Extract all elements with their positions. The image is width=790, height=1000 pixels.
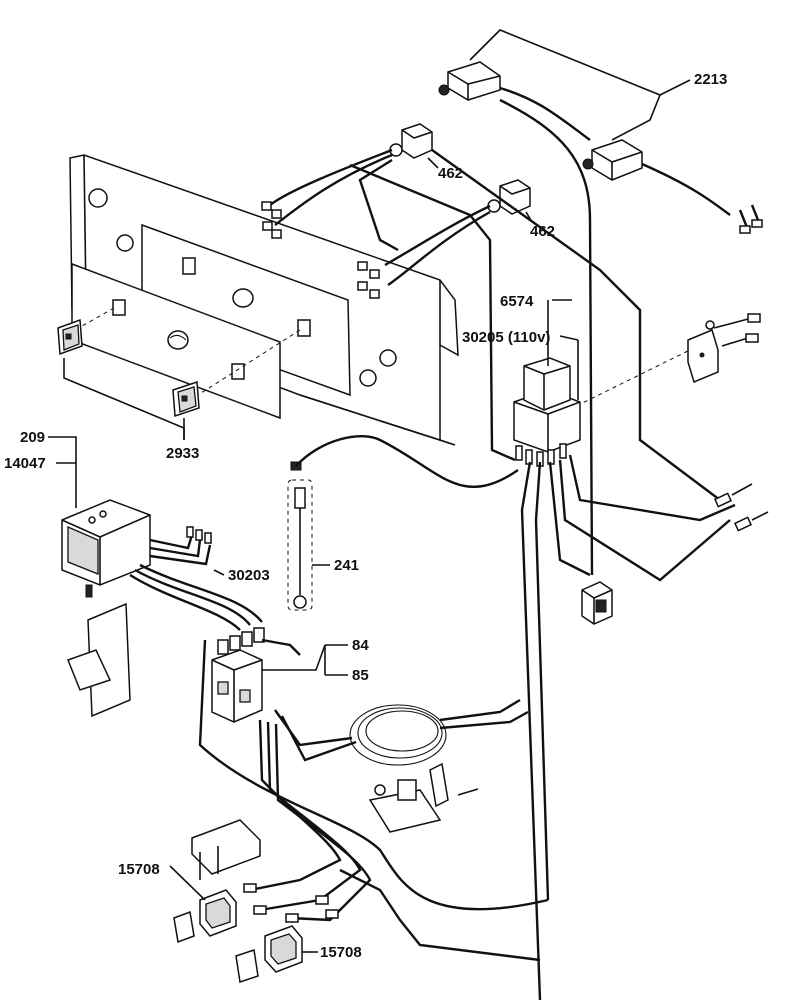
switch-cap-lower [235, 949, 259, 983]
label-15708-upper: 15708 [118, 861, 160, 878]
harness-terminals-lower [243, 883, 339, 923]
panel-connectors [261, 201, 380, 299]
label-85: 85 [352, 667, 369, 684]
small-solenoid [581, 581, 613, 625]
terminal-block [368, 762, 479, 833]
coiled-power-cord [349, 698, 529, 766]
power-module [513, 357, 581, 467]
label-15708-lower: 15708 [320, 944, 362, 961]
label-2933: 2933 [166, 445, 199, 462]
element-holder-bracket [191, 819, 261, 880]
switch-15708-upper [199, 889, 237, 937]
label-6574: 6574 [500, 293, 534, 310]
label-241: 241 [334, 557, 359, 574]
pressure-switch-upper-left [438, 61, 501, 101]
solenoid-valve-upper [389, 123, 433, 159]
contactor [211, 627, 265, 723]
spade-terminals-right [713, 483, 769, 532]
label-30205: 30205 (110v) [462, 329, 550, 346]
label-30203: 30203 [228, 567, 270, 584]
label-14047: 14047 [4, 455, 46, 472]
mounting-bracket-right [687, 313, 761, 384]
control-panel [69, 154, 459, 446]
switch-15708-lower [264, 925, 303, 973]
solenoid-valve-lower [487, 179, 531, 215]
label-2213: 2213 [694, 71, 727, 88]
label-462-upper: 462 [438, 165, 463, 182]
transformer-bracket [67, 602, 131, 718]
label-462-lower: 462 [530, 223, 555, 240]
label-209: 209 [20, 429, 45, 446]
probe-sensor [287, 461, 313, 611]
switch-cap-upper [173, 910, 195, 944]
label-84: 84 [352, 637, 369, 654]
transformer-leads-terminals [186, 526, 212, 544]
rocker-switch-right [172, 380, 200, 418]
rocker-switch-left [57, 318, 83, 356]
transformer [61, 499, 151, 598]
pressure-switch-upper-right [582, 139, 643, 181]
